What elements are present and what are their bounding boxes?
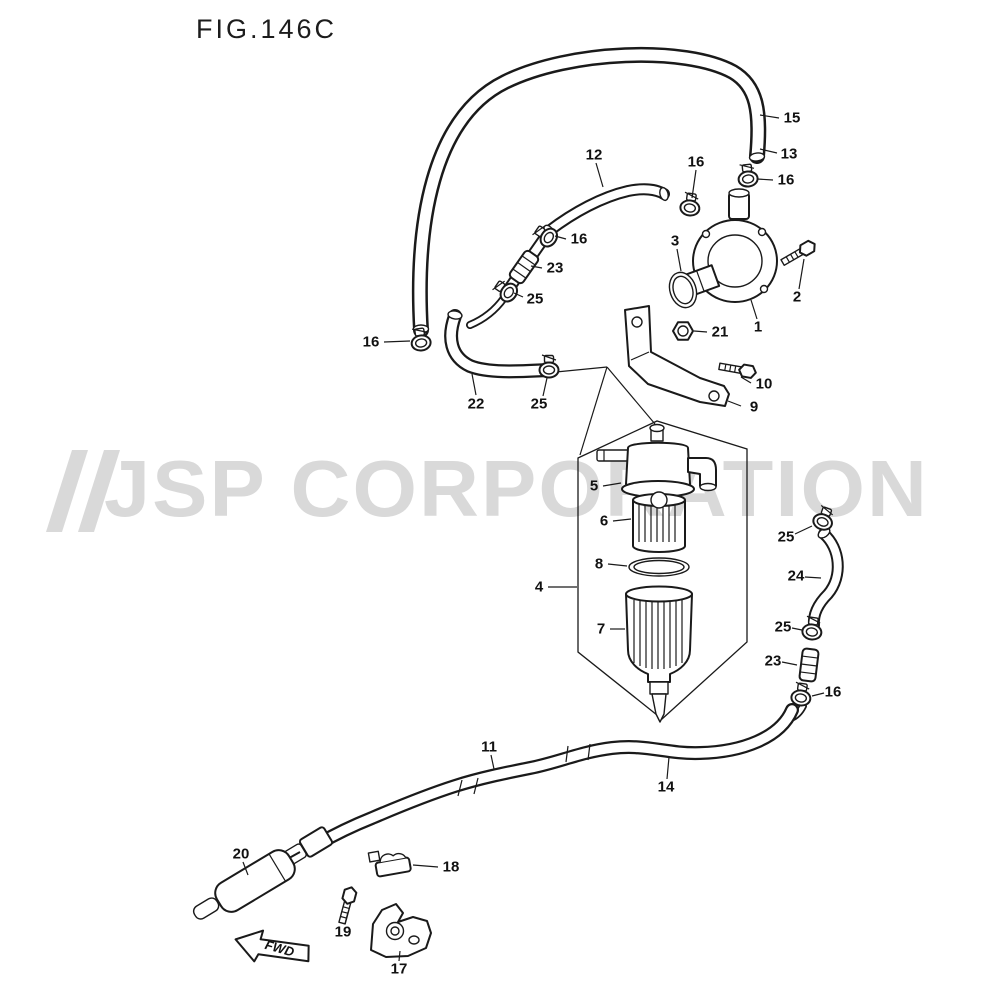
o-ring-8-drawing <box>628 557 690 577</box>
bolt-2-drawing <box>778 237 819 269</box>
figure-title: FIG.146C <box>196 14 338 44</box>
connector-23-right-drawing <box>798 647 820 683</box>
hose-24-drawing <box>807 527 844 631</box>
hose-12-drawing <box>543 183 670 238</box>
filter-box-outline <box>577 420 748 720</box>
fuel-pipe-23-drawing <box>466 234 549 329</box>
hose-clamp-16-icon <box>736 162 760 189</box>
clamp-18-drawing <box>367 850 412 878</box>
o-ring-3-drawing <box>668 271 698 309</box>
hose-22-drawing <box>444 309 556 379</box>
fuel-filter-bowl-drawing <box>625 585 693 723</box>
part-20-drawing <box>192 849 296 920</box>
bracket-9-drawing <box>624 305 730 407</box>
watermark: JSP CORPORATION <box>46 444 929 533</box>
hose-clamp-16-icon <box>678 190 703 218</box>
main-fuel-hose-drawing <box>311 703 799 851</box>
nut-21-drawing <box>672 321 694 341</box>
watermark-text: JSP CORPORATION <box>104 444 929 533</box>
leader-lines <box>242 114 825 962</box>
hose-clamp-25-icon <box>800 614 825 642</box>
bolt-10-drawing <box>717 359 758 380</box>
bracket-17-drawing <box>370 903 432 958</box>
wedge-leader-lines <box>555 366 656 456</box>
fwd-arrow: FWD <box>234 929 310 963</box>
watermark-logo <box>78 450 120 532</box>
watermark-logo <box>46 450 88 532</box>
hose-clamp-25-icon <box>538 354 560 379</box>
fuel-filter-element-drawing <box>632 491 686 553</box>
hose-clamp-16-icon <box>789 680 814 708</box>
